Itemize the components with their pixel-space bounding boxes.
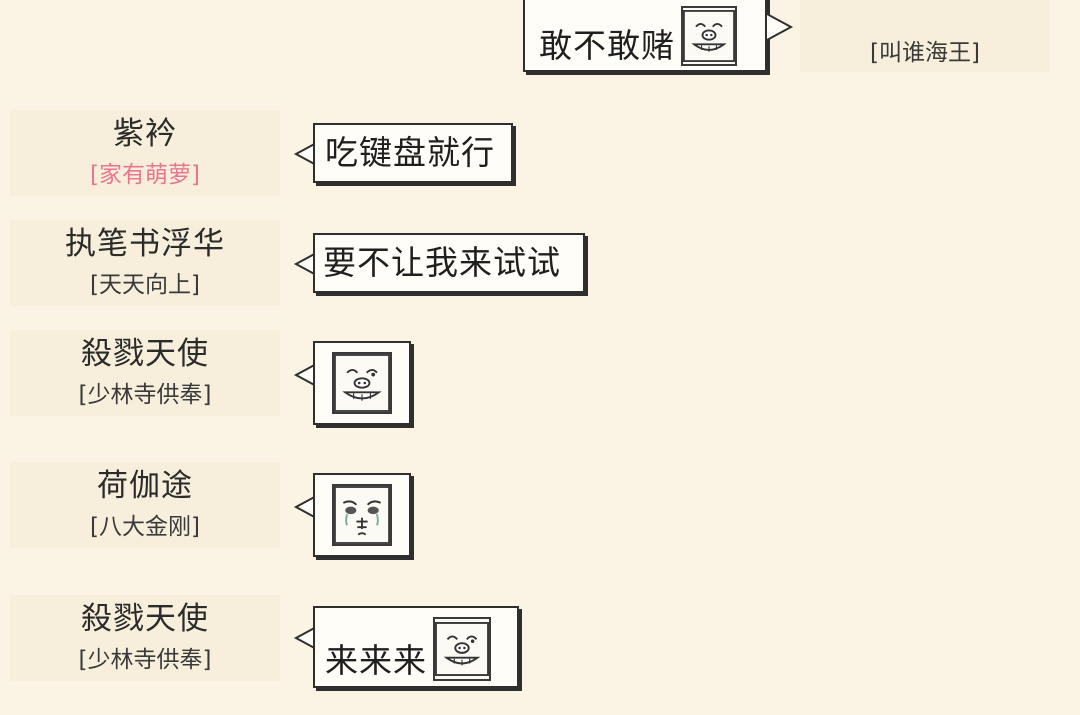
sender-name: 紫衿 <box>113 116 177 152</box>
chat-bubble[interactable]: 来来来 <box>313 606 519 688</box>
sender-title: [少林寺供奉] <box>78 647 212 673</box>
pig-grin-icon <box>681 6 737 66</box>
chat-bubble[interactable]: 敢不敢赌 <box>523 0 767 72</box>
bubble-tail <box>766 13 794 41</box>
sender-card[interactable]: 紫衿 [家有萌萝] <box>10 110 280 196</box>
sender-card[interactable]: 荷伽途 [八大金刚] <box>10 462 280 548</box>
sender-card[interactable]: 殺戮天使 [少林寺供奉] <box>10 330 280 416</box>
message-text: 要不让我来试试 <box>323 243 561 282</box>
sender-title: [少林寺供奉] <box>78 382 212 408</box>
message-text: 敢不敢赌 <box>539 26 675 65</box>
pig-grin-icon <box>433 617 491 681</box>
sender-title: [八大金刚] <box>90 514 200 540</box>
chat-bubble[interactable]: 吃键盘就行 <box>313 123 513 183</box>
message-text: 来来来 <box>325 641 427 680</box>
sender-title: [家有萌萝] <box>90 162 200 188</box>
sender-name: 殺戮天使 <box>81 336 209 372</box>
chat-bubble[interactable]: 要不让我来试试 <box>313 233 585 293</box>
sender-name: 殺戮天使 <box>81 601 209 637</box>
sticker-bubble[interactable] <box>313 473 411 557</box>
crying-face-icon <box>332 484 392 546</box>
sender-title: [天天向上] <box>90 272 200 298</box>
sender-name: 执笔书浮华 <box>65 226 225 262</box>
sender-card[interactable]: 执笔书浮华 [天天向上] <box>10 220 280 306</box>
sender-name: 荷伽途 <box>97 468 193 504</box>
sender-card[interactable]: [叫谁海王] <box>800 0 1050 72</box>
sender-title: [叫谁海王] <box>870 40 980 66</box>
sender-card[interactable]: 殺戮天使 [少林寺供奉] <box>10 595 280 681</box>
message-text: 吃键盘就行 <box>325 133 495 172</box>
sticker-bubble[interactable] <box>313 341 411 425</box>
pig-grin-icon <box>332 352 392 414</box>
